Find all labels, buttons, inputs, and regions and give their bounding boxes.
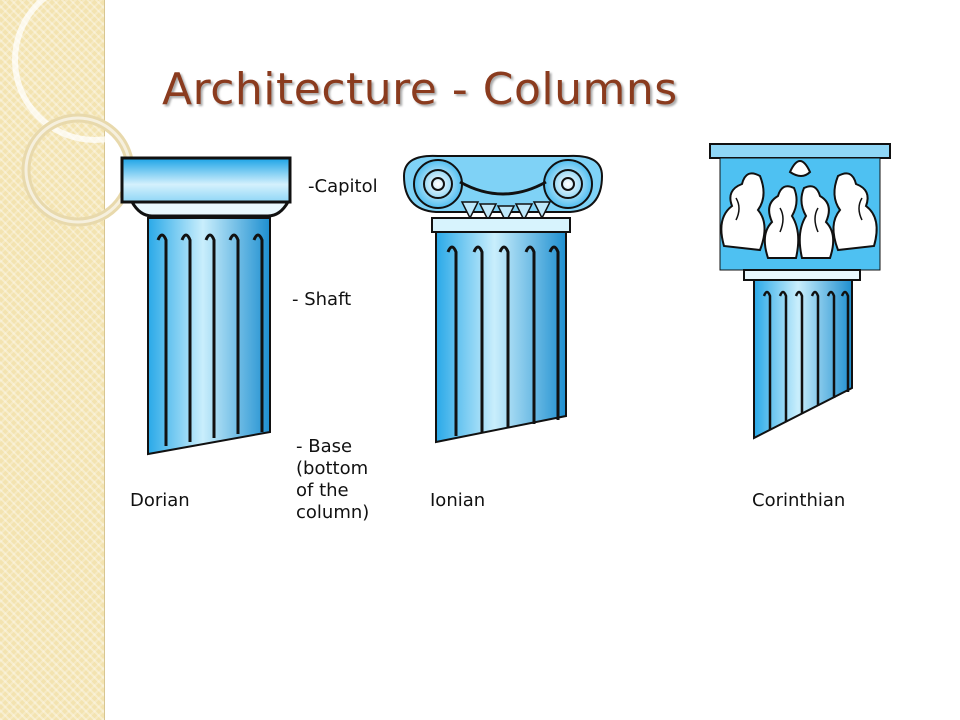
column-name-dorian: Dorian <box>130 490 190 511</box>
corinthian-column-illustration <box>709 143 891 440</box>
doric-column-illustration <box>120 156 292 456</box>
base-label: - Base (bottom of the column) <box>296 436 370 523</box>
column-name-corinthian: Corinthian <box>752 490 846 511</box>
decorative-side-panel <box>0 0 105 720</box>
ionic-column-illustration <box>402 154 604 444</box>
slide-title: Architecture - Columns <box>162 64 678 115</box>
column-name-ionian: Ionian <box>430 490 486 511</box>
capitol-label: -Capitol <box>308 176 378 197</box>
shaft-label: - Shaft <box>292 289 352 310</box>
